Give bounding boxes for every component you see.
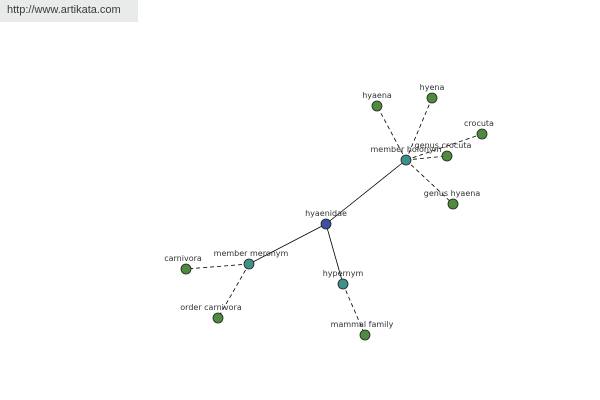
node-mammal-family[interactable] bbox=[359, 329, 371, 341]
edge-center-hypernym bbox=[325, 223, 344, 285]
label-hypernym: hypernym bbox=[323, 269, 364, 278]
edge-meronym-order-carnivora bbox=[217, 263, 250, 319]
site-url[interactable]: http://www.artikata.com bbox=[0, 0, 138, 22]
node-order-carnivora[interactable] bbox=[212, 312, 224, 324]
label-center: hyaenidae bbox=[305, 209, 347, 218]
node-member-holonym[interactable] bbox=[400, 154, 412, 166]
node-crocuta[interactable] bbox=[476, 128, 488, 140]
label-member-holonym: member holonym bbox=[370, 145, 441, 154]
node-hyaena[interactable] bbox=[371, 100, 383, 112]
label-order-carnivora: order carnivora bbox=[180, 303, 242, 312]
edge-center-member-holonym bbox=[325, 159, 407, 225]
label-genus-hyaena: genus hyaena bbox=[424, 189, 481, 198]
label-member-meronym: member meronym bbox=[214, 249, 289, 258]
node-member-meronym[interactable] bbox=[243, 258, 255, 270]
label-hyena: hyena bbox=[420, 83, 445, 92]
node-center[interactable] bbox=[320, 218, 332, 230]
edge-holonym-genus-crocuta bbox=[405, 155, 448, 161]
label-hyaena: hyaena bbox=[362, 91, 392, 100]
edge-meronym-carnivora bbox=[185, 263, 250, 270]
label-carnivora: carnivora bbox=[164, 254, 202, 263]
node-hypernym[interactable] bbox=[337, 278, 349, 290]
label-mammal-family: mammal family bbox=[331, 320, 394, 329]
edge-holonym-hyaena bbox=[376, 105, 407, 161]
label-genus-crocuta: genus crocuta bbox=[415, 141, 472, 150]
edge-holonym-hyena bbox=[405, 97, 433, 161]
node-carnivora[interactable] bbox=[180, 263, 192, 275]
edge-holonym-crocuta bbox=[405, 133, 483, 161]
node-genus-crocuta[interactable] bbox=[441, 150, 453, 162]
edge-center-member-meronym bbox=[248, 223, 327, 265]
node-hyena[interactable] bbox=[426, 92, 438, 104]
label-crocuta: crocuta bbox=[464, 119, 494, 128]
edge-hypernym-mammal-family bbox=[342, 283, 366, 336]
edge-holonym-genus-hyaena bbox=[405, 159, 454, 205]
node-genus-hyaena[interactable] bbox=[447, 198, 459, 210]
